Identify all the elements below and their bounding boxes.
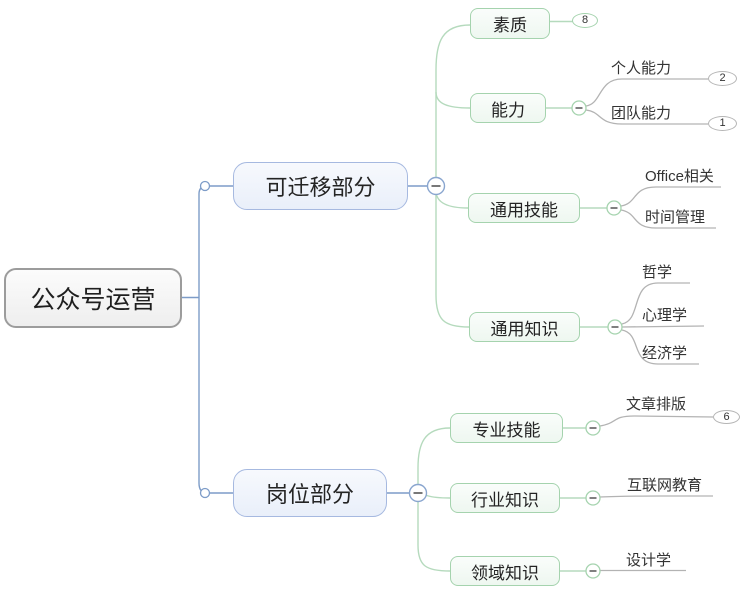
collapse-button[interactable] (571, 100, 587, 116)
leaf-psychology[interactable]: 心理学 (642, 307, 688, 324)
node-job-section[interactable]: 岗位部分 (233, 469, 387, 517)
node-general-skills[interactable]: 通用技能 (468, 193, 580, 223)
node-quality[interactable]: 素质 (470, 8, 550, 39)
node-ability[interactable]: 能力 (470, 93, 546, 123)
leaf-article-layout[interactable]: 文章排版 (626, 396, 687, 413)
collapse-button[interactable] (585, 420, 601, 436)
node-professional-skills[interactable]: 专业技能 (450, 413, 563, 443)
leaf-internet-education[interactable]: 互联网教育 (627, 477, 703, 494)
badge-count[interactable]: 6 (713, 410, 740, 424)
node-transferable-section[interactable]: 可迁移部分 (233, 162, 408, 210)
leaf-team-ability[interactable]: 团队能力 (611, 105, 672, 122)
junction-dot-icon (199, 487, 211, 499)
collapse-button[interactable] (585, 563, 601, 579)
collapse-button[interactable] (426, 176, 446, 196)
badge-count[interactable]: 8 (572, 13, 598, 28)
leaf-philosophy[interactable]: 哲学 (642, 264, 673, 281)
leaf-connector-lines (585, 78, 721, 572)
leaf-economics[interactable]: 经济学 (642, 345, 688, 362)
collapse-button[interactable] (585, 490, 601, 506)
green-connector-lines-top (435, 20, 608, 328)
leaf-time-management[interactable]: 时间管理 (645, 209, 706, 226)
node-domain-knowledge[interactable]: 领域知识 (450, 556, 560, 586)
junction-dot-icon (199, 180, 211, 192)
node-general-knowledge[interactable]: 通用知识 (469, 312, 580, 342)
node-industry-knowledge[interactable]: 行业知识 (450, 483, 560, 513)
badge-count[interactable]: 1 (708, 116, 737, 131)
node-root[interactable]: 公众号运营 (4, 268, 182, 328)
leaf-office-related[interactable]: Office相关 (645, 168, 714, 185)
leaf-design[interactable]: 设计学 (626, 552, 672, 569)
badge-count[interactable]: 2 (708, 71, 737, 86)
collapse-button[interactable] (606, 200, 622, 216)
collapse-button[interactable] (607, 319, 623, 335)
branch-connector-lines (182, 185, 436, 494)
leaf-personal-ability[interactable]: 个人能力 (611, 60, 672, 77)
collapse-button[interactable] (408, 483, 428, 503)
green-connector-lines-bottom (417, 427, 586, 572)
